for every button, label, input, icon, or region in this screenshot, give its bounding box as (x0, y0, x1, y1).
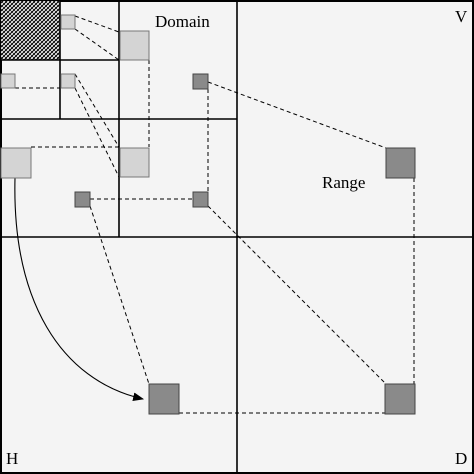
range-block-d (384, 383, 416, 415)
domain-block-small-top (60, 14, 76, 30)
range-block-small-right (192, 191, 209, 208)
domain-block-top-right (119, 30, 150, 61)
mapping-arrow (14, 177, 145, 402)
hatched-band (1, 1, 60, 60)
domain-block-small-left (0, 73, 16, 89)
range-block-small-top (192, 73, 209, 90)
range-blocks (74, 73, 416, 415)
range-block-v (385, 147, 416, 179)
d-label: D (455, 449, 467, 468)
range-block-h (148, 383, 180, 415)
domain-block-left (0, 147, 32, 179)
v-label: V (455, 7, 468, 26)
domain-block-right (119, 147, 150, 178)
domain-label: Domain (155, 12, 210, 31)
dashed-connectors (15, 15, 415, 414)
domain-blocks (0, 14, 150, 179)
domain-block-small-mid (60, 73, 76, 89)
range-label: Range (322, 173, 365, 192)
h-label: H (6, 449, 18, 468)
range-block-small-left (74, 191, 91, 208)
